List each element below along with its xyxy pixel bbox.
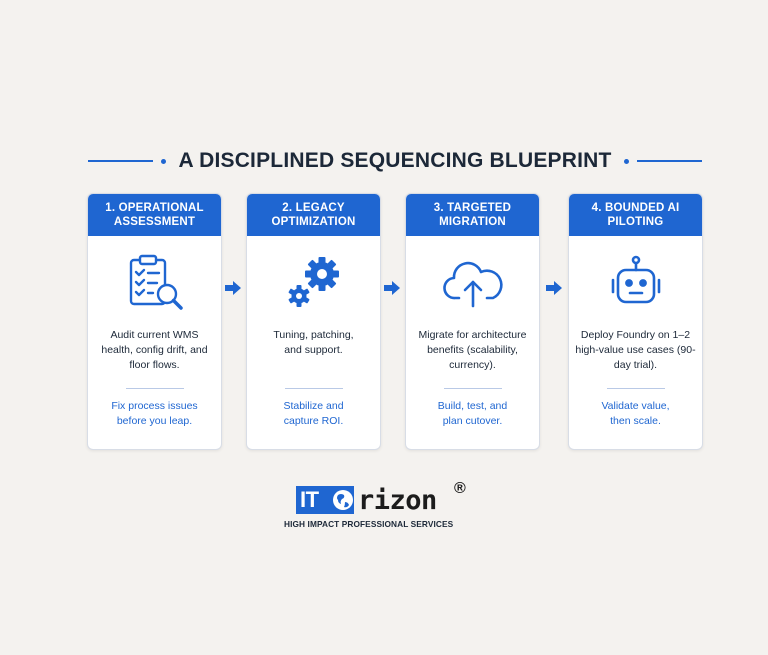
step-header: 1. OPERATIONAL ASSESSMENT <box>88 194 221 236</box>
title-row: A DISCIPLINED SEQUENCING BLUEPRINT <box>88 149 702 173</box>
title-line-left <box>88 160 154 162</box>
title-line-right <box>636 160 702 162</box>
step-outcome: Build, test, and plan cutover. <box>437 400 508 427</box>
step-divider <box>125 388 184 389</box>
step-divider <box>284 388 343 389</box>
step-description: Tuning, patching, and support. <box>273 329 354 356</box>
step-divider <box>606 388 665 389</box>
gears-icon <box>247 244 380 324</box>
step-header: 2. LEGACY OPTIMIZATION <box>247 194 380 236</box>
logo-word: rizon <box>358 485 437 516</box>
arrow-right-icon <box>546 281 562 295</box>
globe-icon <box>333 490 353 510</box>
step-outcome: Validate value, then scale. <box>601 400 670 427</box>
step-outcome: Stabilize and capture ROI. <box>283 400 344 427</box>
arrow-right-icon <box>225 281 241 295</box>
step-card-1: 1. OPERATIONAL ASSESSMENT Audit current … <box>87 193 222 450</box>
step-card-2: 2. LEGACY OPTIMIZATION <box>246 193 381 450</box>
step-description: Audit current WMS health, config drift, … <box>101 329 208 371</box>
step-description: Deploy Foundry on 1–2 high-value use cas… <box>575 329 696 371</box>
step-card-4: 4. BOUNDED AI PILOTING Deploy Foundry on… <box>568 193 703 450</box>
page-title: A DISCIPLINED SEQUENCING BLUEPRINT <box>178 149 612 172</box>
title-dot-right <box>623 158 629 164</box>
step-header: 3. TARGETED MIGRATION <box>406 194 539 236</box>
company-logo: IT rizon ® HIGH IMPACT PROFESSIONAL SERV… <box>284 480 476 534</box>
title-dot-left <box>161 158 167 164</box>
step-header: 4. BOUNDED AI PILOTING <box>569 194 702 236</box>
arrow-right-icon <box>384 281 400 295</box>
step-card-3: 3. TARGETED MIGRATION Migrate for archit… <box>405 193 540 450</box>
logo-tagline: HIGH IMPACT PROFESSIONAL SERVICES <box>284 519 454 529</box>
step-divider <box>443 388 502 389</box>
clipboard-magnifier-icon <box>88 244 221 324</box>
cloud-upload-icon <box>406 244 539 324</box>
step-outcome: Fix process issues before you leap. <box>111 400 198 427</box>
logo-registered-mark: ® <box>454 480 466 497</box>
step-description: Migrate for architecture benefits (scala… <box>418 329 527 371</box>
robot-icon <box>569 244 702 324</box>
